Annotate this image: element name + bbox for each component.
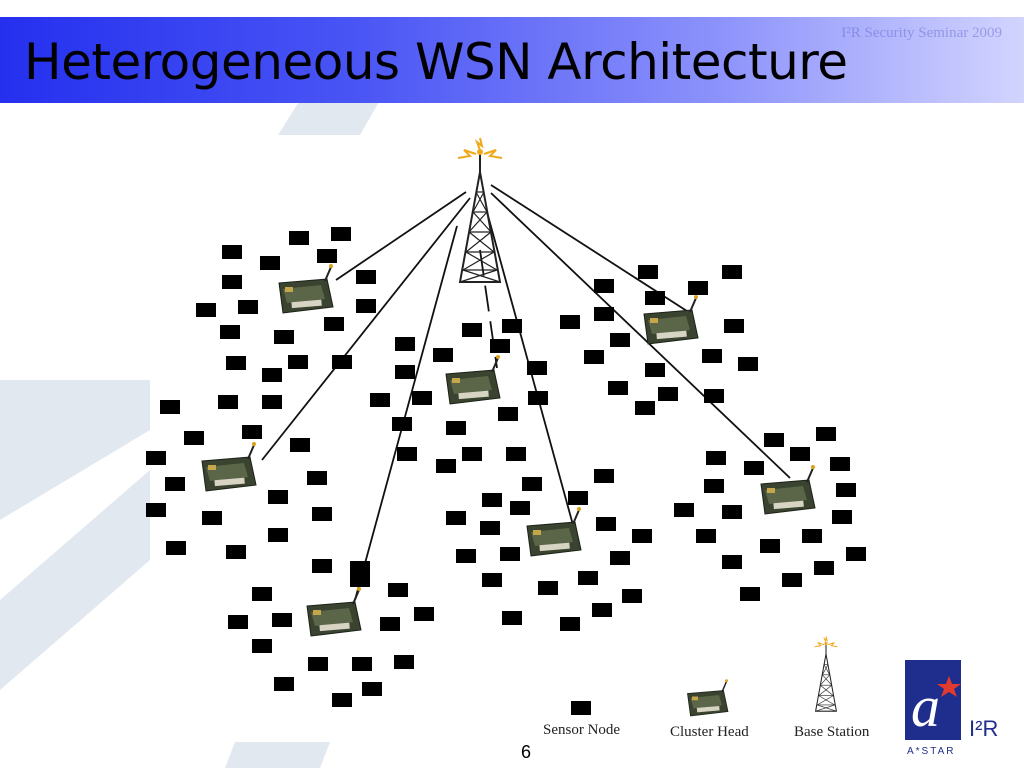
logo-brand-letter: a (911, 674, 940, 739)
astar-logo: a A*STAR I²R (905, 660, 1015, 760)
cluster-head-icon (278, 263, 334, 314)
cluster-head-icon (201, 441, 257, 492)
sensor-node-icon (571, 701, 591, 715)
title-bar: I²R Security Seminar 2009 Heterogeneous … (0, 17, 1024, 103)
base-station-icon (814, 635, 838, 712)
sensor-nodes (146, 227, 866, 707)
legend-label-base-station: Base Station (794, 724, 870, 740)
logo-institute: I²R (969, 716, 998, 741)
cluster-head-icon (686, 678, 729, 717)
cluster-head-icon (760, 464, 816, 515)
header-ghost-text: I²R Security Seminar 2009 (841, 25, 1002, 41)
logo-brand-name: A*STAR (907, 746, 956, 757)
page-number: 6 (521, 742, 532, 762)
legend-label-cluster-head: Cluster Head (670, 724, 749, 740)
cluster-head-icon (306, 586, 362, 637)
legend (571, 635, 838, 717)
slide-title: Heterogeneous WSN Architecture (24, 33, 848, 91)
base-station-icon (457, 137, 503, 283)
legend-label-sensor-node: Sensor Node (543, 722, 621, 738)
cluster-head-icon (526, 506, 582, 557)
cluster-head-icon (445, 354, 501, 405)
astar-logo-icon: a A*STAR I²R (905, 660, 998, 757)
